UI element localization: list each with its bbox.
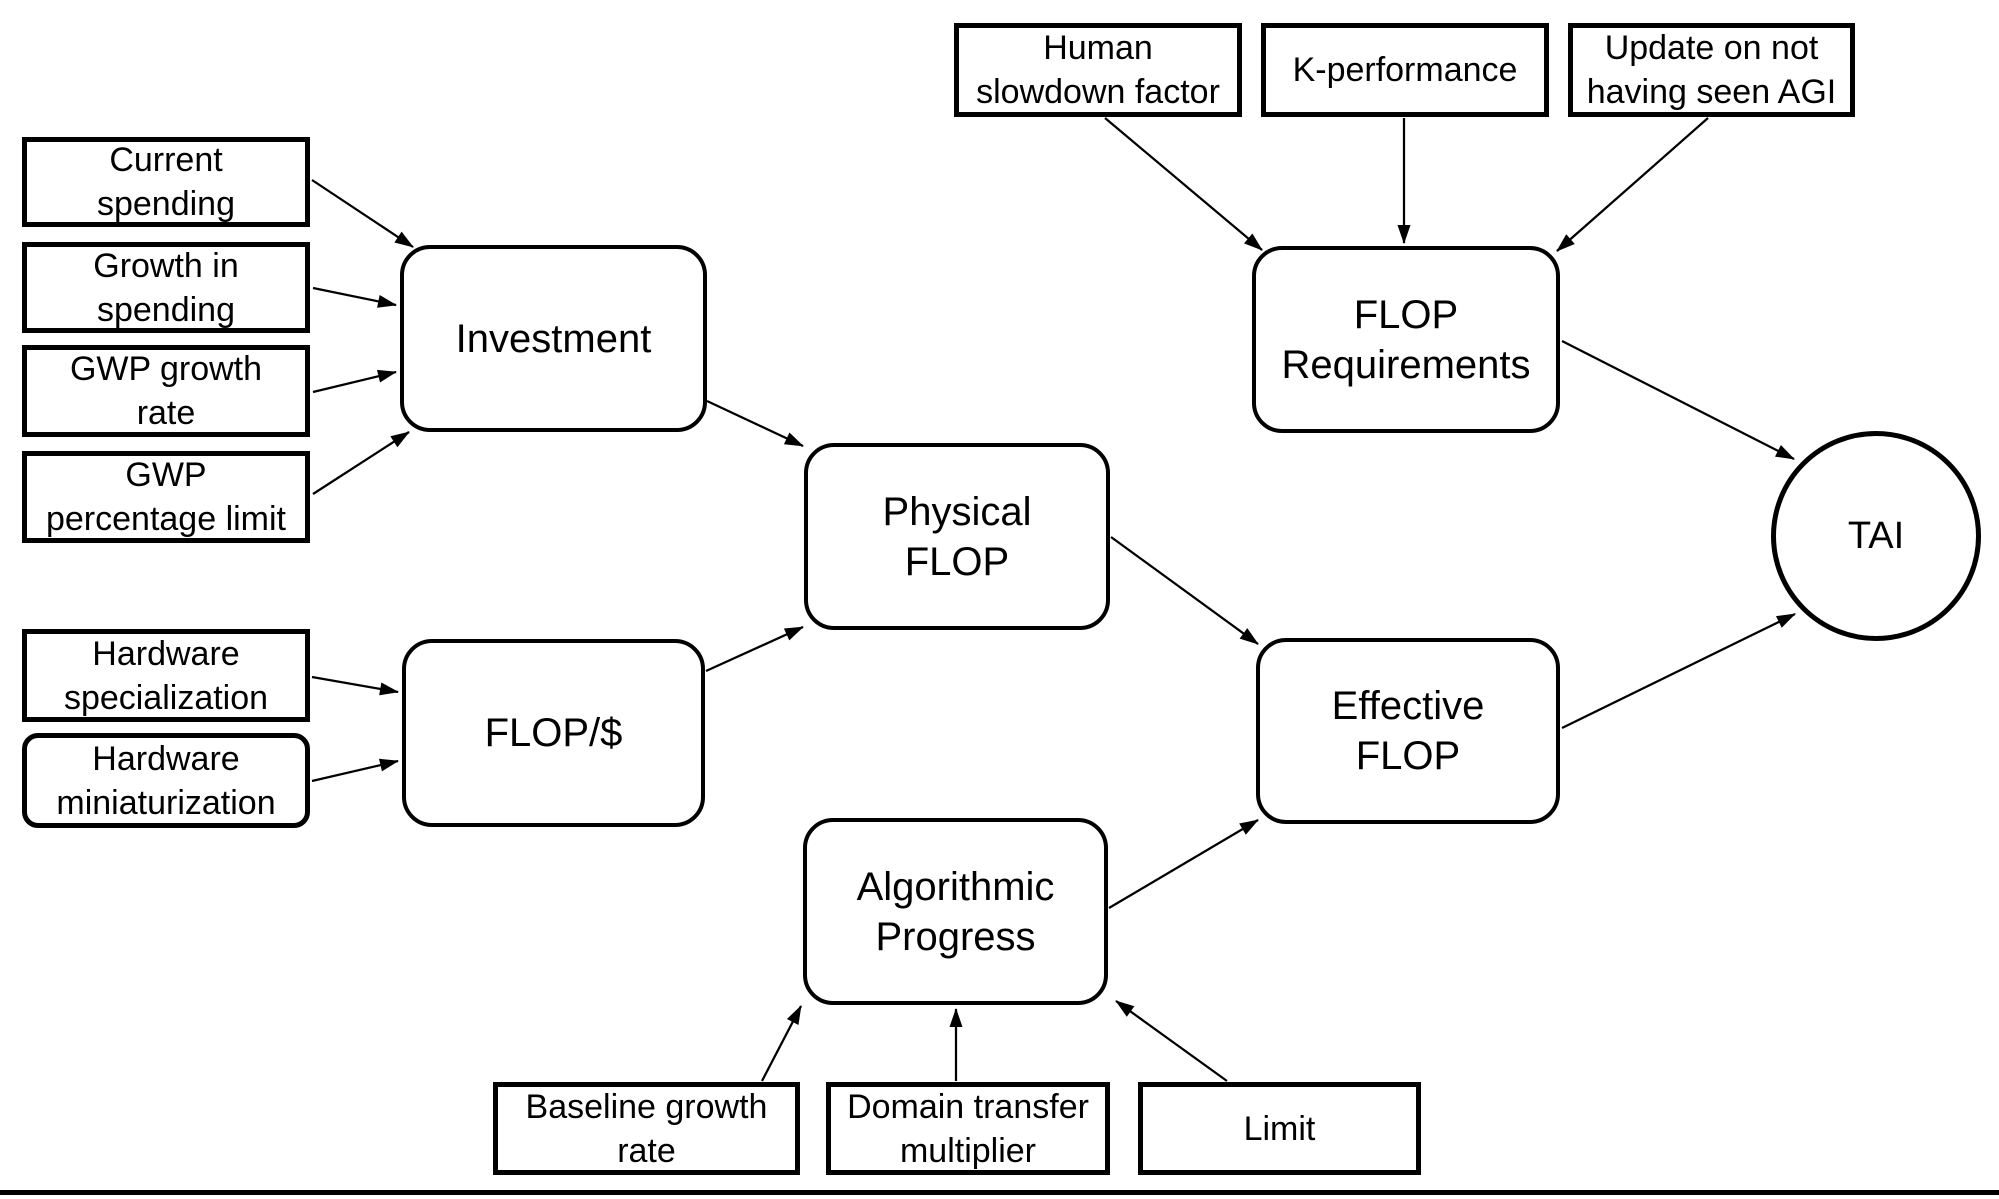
arrow-gwp-growth-rate-to-investment <box>312 369 397 394</box>
arrow-baseline-growth-rate-to-algorithmic-progress <box>761 1005 802 1082</box>
node-domain-transfer-multiplier: Domain transfer multiplier <box>826 1082 1110 1175</box>
node-label: spending <box>96 290 235 329</box>
arrow-current-spending-to-investment <box>311 179 414 248</box>
node-label: FLOP/$ <box>484 711 623 755</box>
arrow-update-no-agi-to-flop-requirements <box>1556 117 1709 252</box>
node-label: GWP <box>125 456 207 494</box>
arrow-physical-flop-to-effective-flop <box>1110 536 1259 645</box>
node-algorithmic-progress: Algorithmic Progress <box>803 818 1108 1005</box>
arrow-hardware-specialization-to-flop-per-dollar <box>311 675 399 696</box>
node-label: FLOP <box>904 539 1010 584</box>
node-k-performance: K-performance <box>1261 23 1549 117</box>
node-label: spending <box>96 185 235 223</box>
node-label: specialization <box>63 678 269 717</box>
node-label: Physical <box>882 489 1032 534</box>
node-label: Update on not <box>1604 29 1819 67</box>
node-label: Progress <box>875 914 1036 959</box>
node-baseline-growth-rate: Baseline growth rate <box>493 1082 800 1175</box>
node-label: Hardware <box>92 739 240 778</box>
node-hardware-miniaturization: Hardware miniaturization <box>22 733 310 828</box>
node-label: Algorithmic <box>856 864 1055 909</box>
arrow-hardware-miniaturization-to-flop-per-dollar <box>311 758 399 783</box>
node-growth-in-spending: Growth in spending <box>22 242 310 333</box>
node-label: slowdown factor <box>976 73 1220 111</box>
arrow-growth-in-spending-to-investment <box>312 286 397 308</box>
node-effective-flop: Effective FLOP <box>1256 638 1560 824</box>
node-label: multiplier <box>899 1131 1037 1170</box>
node-label: rate <box>136 394 196 432</box>
node-gwp-percentage-limit: GWP percentage limit <box>22 451 310 543</box>
node-limit: Limit <box>1138 1082 1421 1175</box>
node-update-no-agi: Update on not having seen AGI <box>1568 23 1855 117</box>
node-label: Baseline growth <box>525 1087 768 1126</box>
node-label: having seen AGI <box>1586 73 1837 111</box>
arrow-gwp-percentage-limit-to-investment <box>312 431 410 495</box>
arrow-effective-flop-to-tai <box>1561 612 1796 730</box>
arrow-flop-per-dollar-to-physical-flop <box>705 625 804 673</box>
node-label: Growth in <box>93 246 239 285</box>
arrow-algorithmic-progress-to-effective-flop <box>1108 819 1259 909</box>
node-label: miniaturization <box>56 783 276 822</box>
node-label: Requirements <box>1281 342 1531 387</box>
node-human-slowdown-factor: Human slowdown factor <box>954 23 1242 117</box>
node-label: Human <box>1043 29 1153 67</box>
node-label: GWP growth <box>69 350 263 388</box>
node-label: Effective <box>1331 684 1485 728</box>
arrow-human-slowdown-factor-to-flop-requirements <box>1104 117 1263 251</box>
arrow-limit-to-algorithmic-progress <box>1115 1000 1228 1082</box>
arrow-investment-to-physical-flop <box>706 399 804 448</box>
node-label: FLOP <box>1355 734 1461 778</box>
node-label: rate <box>617 1131 676 1170</box>
node-physical-flop: Physical FLOP <box>804 443 1110 630</box>
node-label: TAI <box>1847 514 1905 557</box>
node-tai: TAI <box>1771 431 1981 641</box>
node-flop-per-dollar: FLOP/$ <box>402 639 705 827</box>
arrow-flop-requirements-to-tai <box>1561 339 1795 461</box>
node-label: Domain transfer <box>847 1087 1089 1126</box>
node-label: FLOP <box>1353 292 1459 337</box>
node-current-spending: Current spending <box>22 137 310 227</box>
node-gwp-growth-rate: GWP growth rate <box>22 345 310 437</box>
bottom-rule <box>0 1190 1999 1195</box>
node-hardware-specialization: Hardware specialization <box>22 629 310 722</box>
node-label: Investment <box>455 316 652 361</box>
node-label: percentage limit <box>45 500 286 538</box>
node-label: Current <box>109 141 223 179</box>
node-label: Limit <box>1243 1109 1316 1148</box>
node-investment: Investment <box>400 245 707 432</box>
node-label: K-performance <box>1292 51 1518 89</box>
node-flop-requirements: FLOP Requirements <box>1252 246 1560 433</box>
node-label: Hardware <box>92 634 240 673</box>
